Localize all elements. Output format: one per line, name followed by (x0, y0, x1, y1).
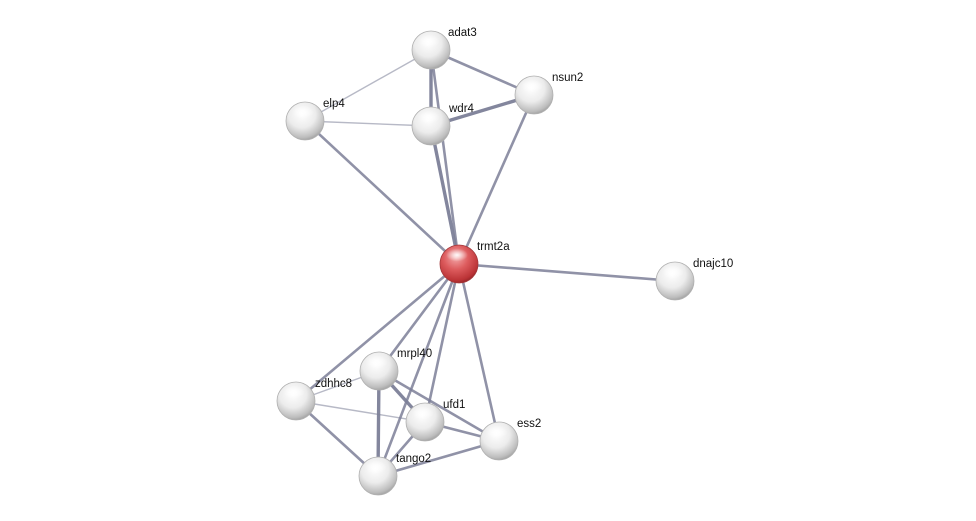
node-highlight (418, 110, 440, 124)
edge-trmt2a-ufd1[interactable] (423, 262, 461, 424)
node-highlight (412, 406, 434, 420)
node-label-elp4: elp4 (323, 98, 345, 110)
edge-trmt2a-tango2[interactable] (376, 262, 461, 478)
node-highlight (418, 34, 440, 48)
node-highlight (446, 248, 468, 262)
edge-mrpl40-ess2[interactable] (377, 369, 501, 443)
edge-adat3-trmt2a[interactable] (429, 48, 461, 266)
edge-trmt2a-ess2[interactable] (457, 262, 501, 443)
node-highlight (283, 385, 305, 399)
node-label-ess2: ess2 (517, 418, 541, 430)
edge-nsun2-trmt2a[interactable] (457, 93, 536, 266)
node-ufd1[interactable] (405, 402, 445, 442)
edge-zdhhc8-ufd1[interactable] (295, 400, 426, 423)
node-highlight (521, 79, 543, 93)
edge-wdr4-trmt2a[interactable] (429, 124, 461, 266)
node-label-ufd1: ufd1 (443, 399, 465, 411)
node-layer (276, 30, 695, 496)
node-adat3[interactable] (411, 30, 451, 70)
node-highlight (366, 355, 388, 369)
node-label-mrpl40: mrpl40 (397, 348, 432, 360)
edge-wdr4-elp4[interactable] (304, 120, 432, 127)
edge-trmt2a-zdhhc8[interactable] (294, 262, 461, 403)
label-layer: trmt2a adat3 nsun2 wdr4 elp4 dnajc10 mrpl40 zdh… (315, 27, 733, 465)
node-wdr4[interactable] (411, 106, 451, 146)
node-dnajc10[interactable] (655, 261, 695, 301)
node-tango2[interactable] (358, 456, 398, 496)
node-elp4[interactable] (285, 101, 325, 141)
node-nsun2[interactable] (514, 75, 554, 115)
node-label-dnajc10: dnajc10 (693, 258, 733, 270)
node-trmt2a[interactable] (439, 244, 479, 284)
edge-trmt2a-mrpl40[interactable] (377, 262, 461, 373)
edge-elp4-trmt2a[interactable] (303, 119, 461, 266)
node-label-adat3: adat3 (448, 27, 477, 39)
edge-layer (294, 48, 677, 478)
node-highlight (662, 265, 684, 279)
node-mrpl40[interactable] (359, 351, 399, 391)
node-highlight (292, 105, 314, 119)
edge-trmt2a-dnajc10[interactable] (457, 262, 677, 283)
node-zdhhc8[interactable] (276, 381, 316, 421)
node-highlight (365, 460, 387, 474)
node-label-trmt2a: trmt2a (477, 241, 510, 253)
node-label-wdr4: wdr4 (448, 103, 475, 115)
node-label-nsun2: nsun2 (552, 72, 583, 84)
node-label-zdhhc8: zdhhc8 (315, 378, 352, 390)
node-ess2[interactable] (479, 421, 519, 461)
node-highlight (486, 425, 508, 439)
edge-adat3-elp4[interactable] (304, 49, 432, 122)
node-label-tango2: tango2 (396, 453, 431, 465)
edge-ess2-tango2[interactable] (376, 439, 501, 478)
